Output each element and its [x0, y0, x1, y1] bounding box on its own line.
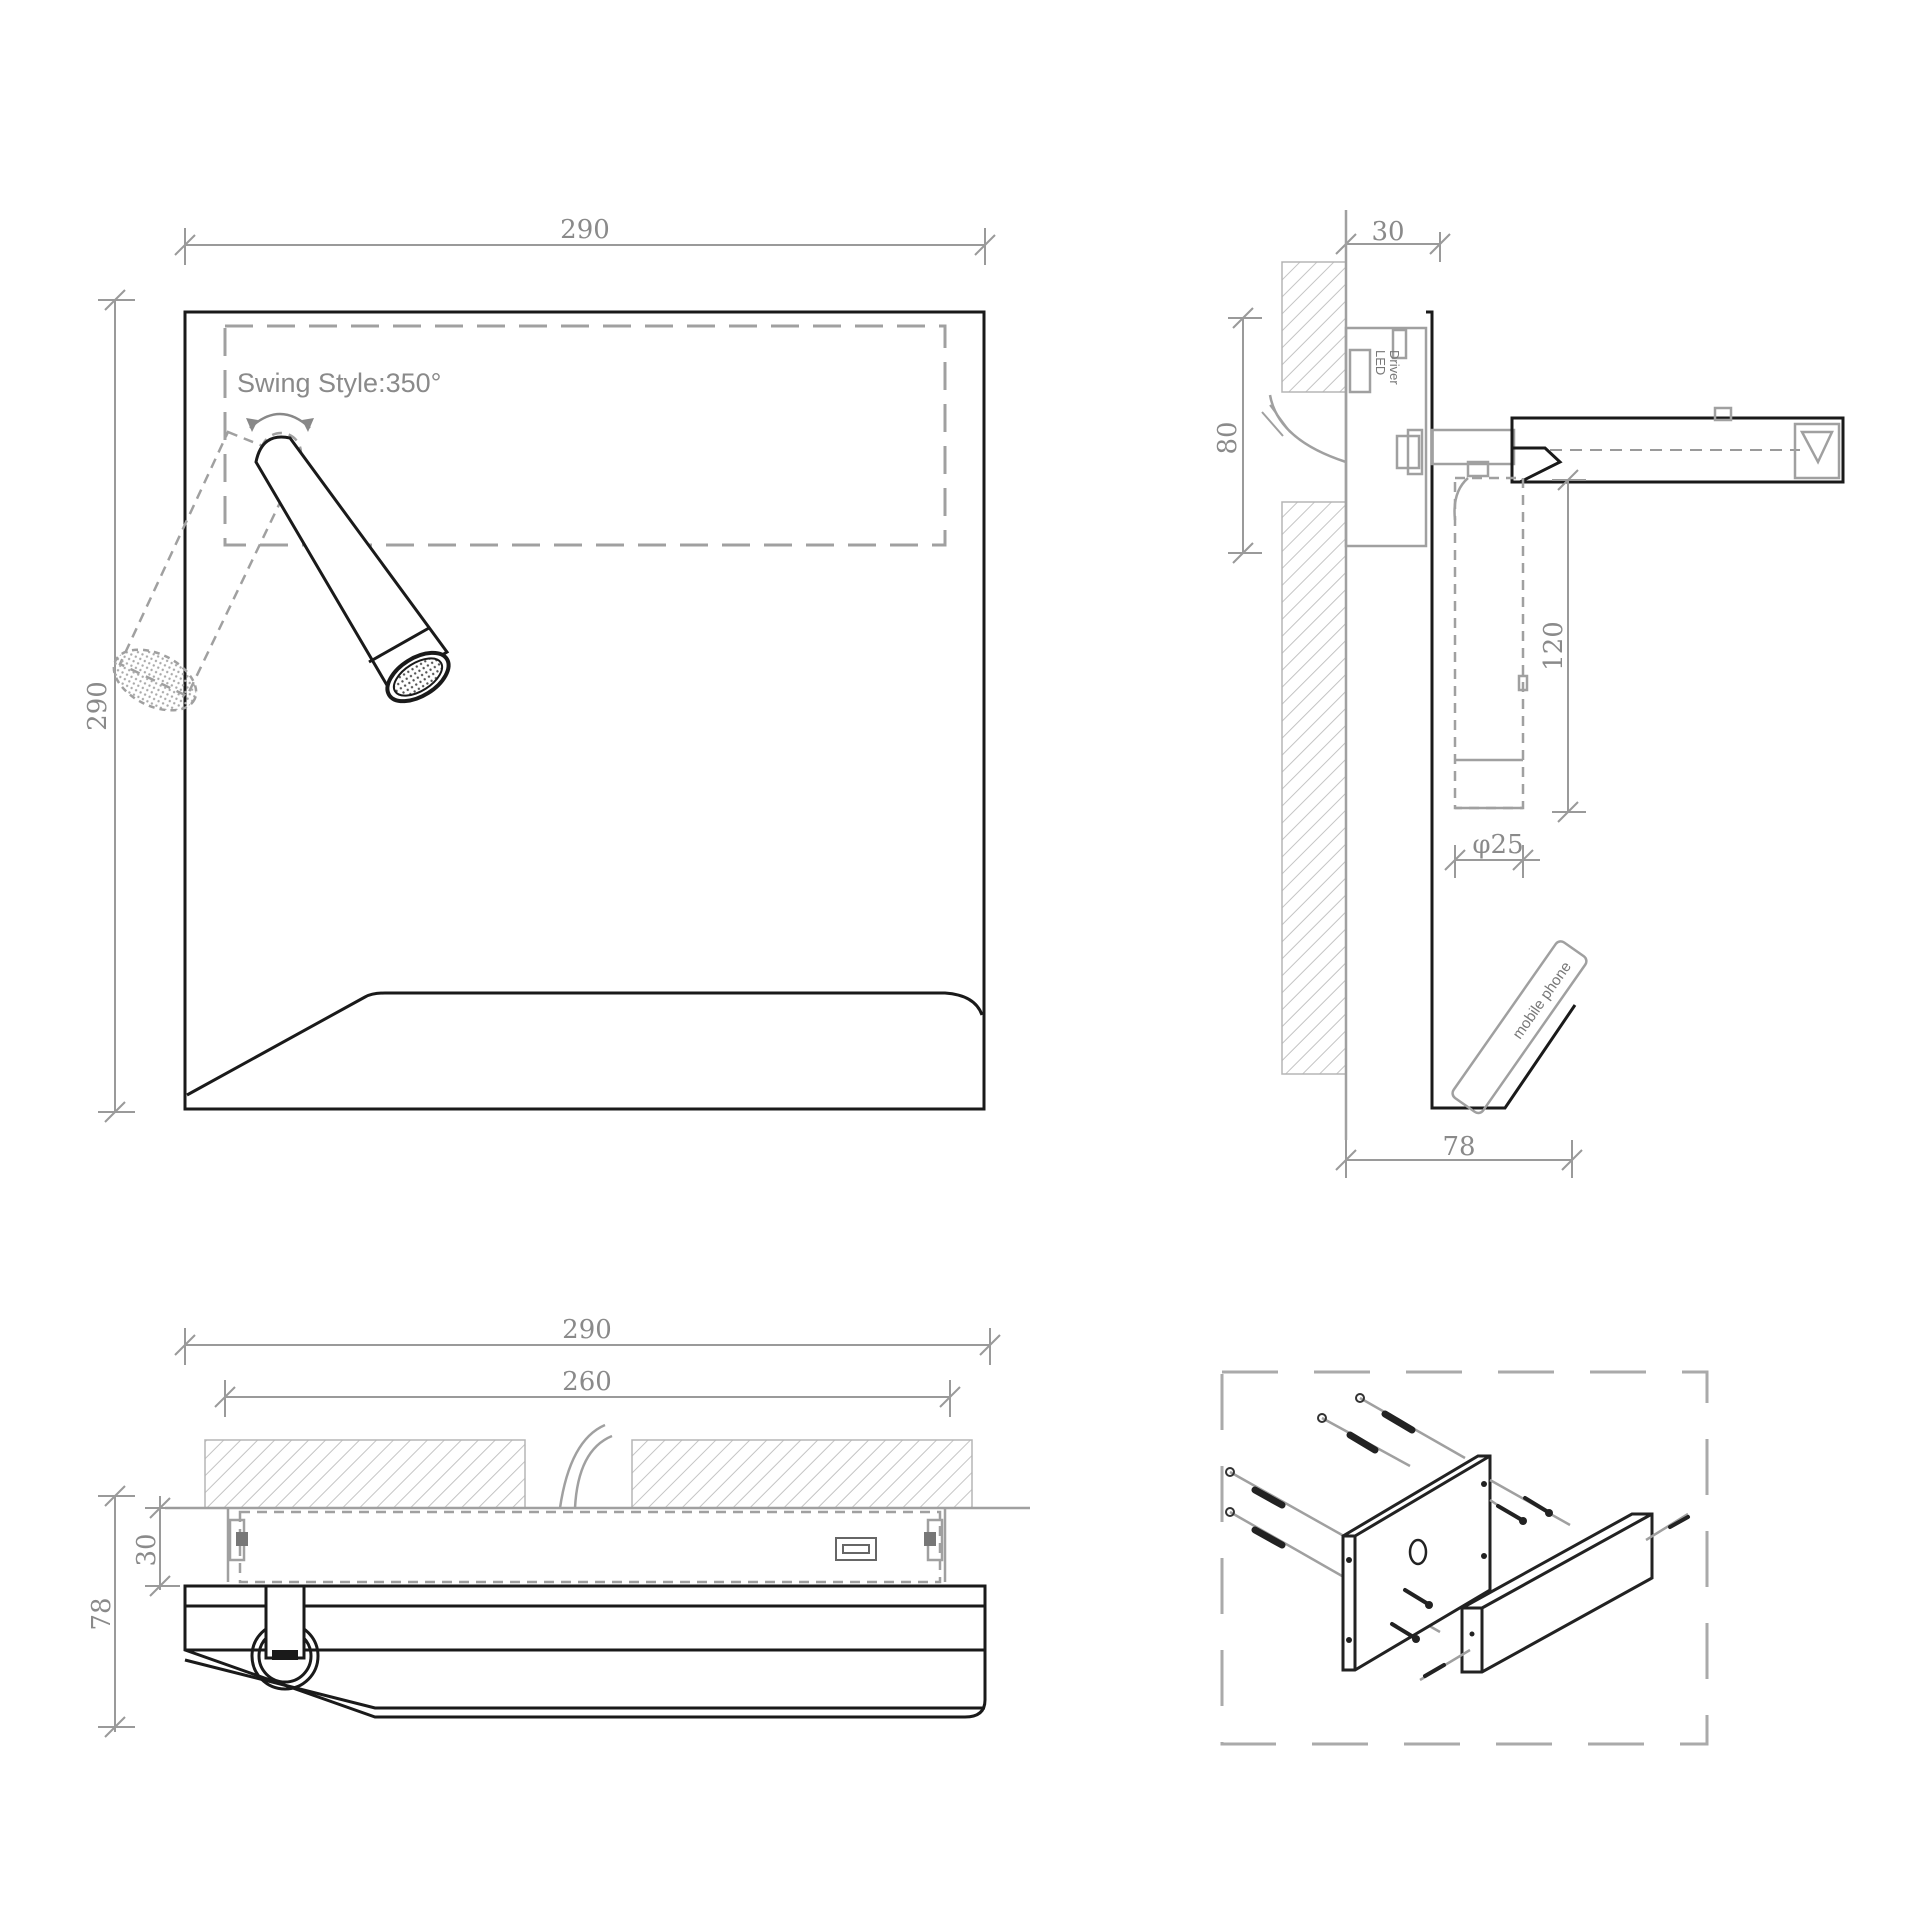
wall-plug-icon [1317, 1393, 1466, 1468]
screw-icon [1489, 1478, 1571, 1527]
driver-label: Driver [1387, 350, 1402, 385]
driver-box-dimension: 80 [1213, 307, 1262, 564]
top-shelf-body [183, 1584, 987, 1719]
usb-port-icon [835, 1537, 877, 1561]
front-width-label: 290 [560, 215, 610, 245]
install-view [1220, 1370, 1709, 1746]
front-shelf-ledge [186, 991, 984, 1097]
top-view: 290 260 30 [87, 1315, 1030, 1738]
front-height-dimension: 290 [83, 289, 135, 1123]
top-arm-pivot [250, 1584, 320, 1691]
top-width-label: 290 [562, 1315, 612, 1345]
front-view: 290 290 Swing Style:350° [83, 215, 996, 1123]
led-label: LED [1373, 350, 1388, 375]
top-box-depth-label: 30 [132, 1533, 162, 1566]
top-width-dimension: 290 [174, 1315, 1001, 1365]
top-back-box [226, 1508, 947, 1584]
side-cable [1268, 394, 1347, 464]
arm-drop-dimension: 120 [1539, 469, 1586, 823]
screw-icon [1390, 1588, 1433, 1643]
top-box-width-dimension: 260 [214, 1367, 961, 1417]
front-panel [183, 310, 986, 1111]
driver-switch [1391, 328, 1408, 360]
side-panel [1426, 310, 1500, 1110]
diameter-label: φ25 [1472, 830, 1523, 860]
mounting-bracket-icon [1341, 1454, 1492, 1672]
reading-light-arm [254, 435, 451, 704]
front-width-dimension: 290 [174, 215, 996, 265]
side-arm-horizontal [1510, 406, 1845, 484]
top-total-depth-dimension: 78 [87, 1485, 135, 1738]
side-shelf-lip [1432, 1004, 1577, 1110]
install-frame [1220, 1370, 1709, 1746]
side-depth-label: 30 [1371, 217, 1404, 247]
side-arm-vertical-ghost [1453, 476, 1529, 810]
top-total-depth-label: 78 [87, 1597, 117, 1630]
cover-plate-icon [1460, 1512, 1654, 1674]
swing-style-label: Swing Style:350° [237, 368, 441, 398]
top-wall-left [204, 1439, 526, 1509]
phone-label: mobile phone [1509, 959, 1575, 1043]
side-view: 30 80 LED Driver [1213, 210, 1845, 1178]
diameter-dimension: φ25 [1444, 830, 1540, 878]
top-wall-right [631, 1439, 973, 1509]
side-total-depth-dimension: 78 [1335, 1132, 1583, 1178]
screw-icon [1419, 1512, 1690, 1682]
pivot-joint [1430, 428, 1516, 466]
side-depth-dimension: 30 [1335, 217, 1451, 262]
wall-section-lower [1281, 501, 1347, 1075]
driver-connector [1348, 348, 1372, 394]
top-box-width-label: 260 [562, 1367, 612, 1397]
driver-box-label: 80 [1213, 421, 1243, 454]
side-total-depth-label: 78 [1442, 1132, 1475, 1162]
front-height-label: 290 [83, 681, 113, 731]
swing-arrow-icon [246, 412, 314, 432]
driver-box [1344, 326, 1428, 548]
top-box-depth-dimension: 30 [132, 1496, 180, 1597]
top-cable [558, 1423, 606, 1509]
arm-drop-label: 120 [1539, 621, 1569, 671]
wall-section-upper [1281, 261, 1347, 393]
